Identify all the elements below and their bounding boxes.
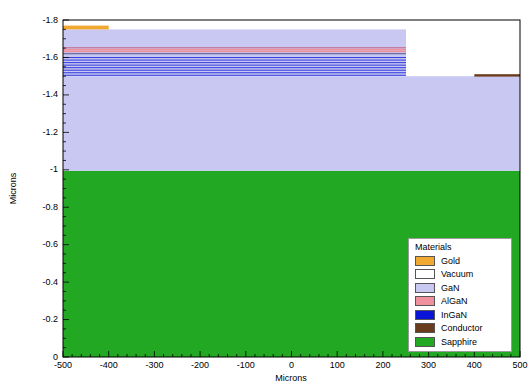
conductor-contact [474, 74, 520, 76]
legend-text: Conductor [441, 323, 483, 333]
legend-text: InGaN [441, 310, 467, 320]
y-tick-label: -1.4 [42, 90, 58, 99]
legend-row: Conductor [415, 322, 511, 336]
x-tick-label: 300 [421, 361, 436, 370]
x-tick-label: -300 [145, 361, 163, 370]
layer-line [63, 49, 406, 51]
x-tick-label: 400 [467, 361, 482, 370]
plot-frame [63, 20, 520, 357]
legend-row: Vacuum [415, 268, 511, 282]
legend-text: Gold [441, 256, 460, 266]
quantum-wells [63, 48, 406, 76]
legend-row: GaN [415, 281, 511, 295]
layer-line [63, 53, 406, 54]
layer-line [63, 67, 406, 68]
layer-line [63, 65, 406, 66]
gold-contact [63, 26, 109, 30]
layer-line [63, 47, 406, 48]
gan-mesa [63, 29, 406, 76]
legend-row: InGaN [415, 308, 511, 322]
legend-text: GaN [441, 283, 460, 293]
legend-box: MaterialsGoldVacuumGaN AlGaN InGaN Conducto… [408, 238, 512, 352]
legend-swatch [415, 310, 435, 320]
legend-text: AlGaN [441, 296, 468, 306]
legend-swatch [415, 323, 435, 333]
layer-line [63, 70, 406, 71]
legend-row: Sapphire [415, 335, 511, 349]
x-tick-label: -500 [54, 361, 72, 370]
legend-swatch [415, 256, 435, 266]
y-tick-label: -0.8 [42, 203, 58, 212]
legend-text: Vacuum [441, 269, 473, 279]
y-tick-label: -1.2 [42, 128, 58, 137]
axis-ticks [63, 20, 520, 357]
y-tick-label: -1.6 [42, 53, 58, 62]
legend-swatch [415, 296, 435, 306]
layer-line [63, 60, 406, 61]
x-tick-label: 0 [289, 361, 294, 370]
axis-title: Microns [275, 374, 307, 383]
x-tick-label: 500 [512, 361, 527, 370]
axis-title: Microns [10, 172, 19, 204]
legend-title: Materials [415, 242, 511, 252]
y-tick-label: -0.2 [42, 315, 58, 324]
layer-line [63, 57, 406, 58]
y-tick-label: -1 [50, 165, 58, 174]
legend-text: Sapphire [441, 337, 477, 347]
layer-line [63, 72, 406, 73]
sapphire-layer [63, 171, 520, 357]
layer-line [63, 75, 406, 76]
x-tick-label: 200 [375, 361, 390, 370]
x-tick-label: -200 [191, 361, 209, 370]
legend-swatch [415, 337, 435, 347]
y-tick-label: -0.4 [42, 278, 58, 287]
x-tick-label: 100 [330, 361, 345, 370]
legend-row: AlGaN [415, 295, 511, 309]
legend-swatch [415, 269, 435, 279]
gan-buffer [63, 76, 520, 171]
y-tick-label: -1.8 [42, 16, 58, 25]
layer-line [63, 51, 406, 53]
y-tick-label: -0.6 [42, 240, 58, 249]
x-tick-label: -100 [237, 361, 255, 370]
legend-swatch [415, 283, 435, 293]
legend-row: Gold [415, 254, 511, 268]
x-tick-label: -400 [100, 361, 118, 370]
layer-line [63, 62, 406, 63]
